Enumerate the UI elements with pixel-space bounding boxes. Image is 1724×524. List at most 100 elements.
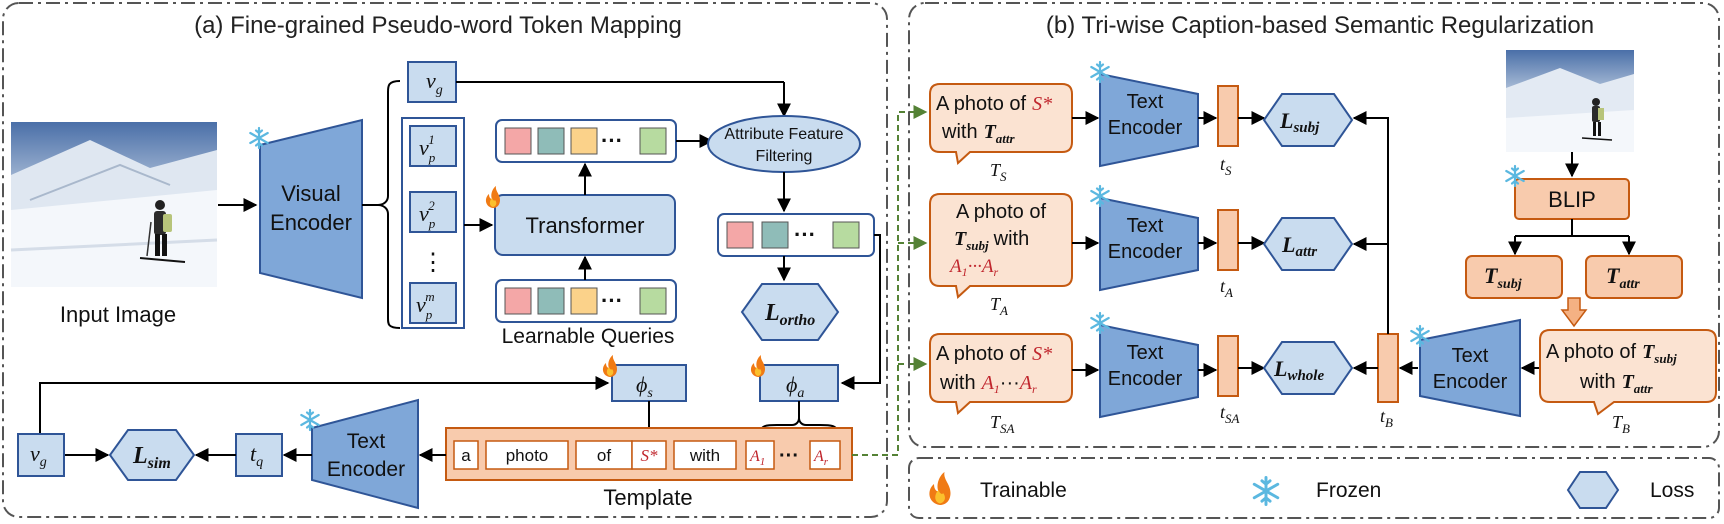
svg-text:A1: A1 <box>749 448 765 468</box>
arrow-attr-to-phi-a <box>840 234 881 390</box>
connector <box>1515 219 1629 237</box>
svg-text:Tsubj: Tsubj <box>1484 263 1522 292</box>
trainable-icon <box>750 355 765 377</box>
t-s-vector <box>1217 85 1239 147</box>
svg-text:A photo ofS*: A photo ofS* <box>936 93 1052 115</box>
phi-s-mapper: ϕs <box>611 364 687 402</box>
svg-text:Encoder: Encoder <box>327 458 405 481</box>
brace-features <box>377 80 401 329</box>
svg-text:Transformer: Transformer <box>526 213 645 238</box>
svg-text:Text: Text <box>347 430 386 453</box>
template-to-captions-link <box>852 105 928 456</box>
output-query-tokens: ··· <box>495 119 677 163</box>
svg-text:Lattr: Lattr <box>1281 232 1317 260</box>
loss-sim: Lsim <box>108 429 196 481</box>
learnable-queries: ··· <box>495 279 677 323</box>
panel-a-border <box>2 2 888 518</box>
t-a-label: tA <box>1220 276 1233 300</box>
attribute-feature-filtering: Attribute Feature Filtering <box>707 115 861 173</box>
svg-text:a: a <box>461 446 471 465</box>
svg-text:Lsim: Lsim <box>132 443 171 472</box>
svg-text:vg: vg <box>30 441 47 470</box>
panel-b-border <box>908 2 1720 448</box>
vg-token-bottom: vg <box>17 433 65 477</box>
svg-text:Text: Text <box>1452 345 1489 367</box>
text-encoder-a: Text Encoder <box>311 398 419 510</box>
svg-text:Text: Text <box>1127 342 1164 364</box>
svg-text:ϕa: ϕa <box>786 372 804 401</box>
svg-text:vpm: vpm <box>416 289 435 322</box>
hat-t-a: TA <box>990 294 1008 318</box>
svg-text:···: ··· <box>779 445 799 467</box>
input-image-label: Input Image <box>60 302 176 327</box>
svg-text:Encoder: Encoder <box>1108 368 1183 390</box>
arrow-tb-to-lsubj <box>1352 111 1389 334</box>
text-encoder-sa: Text Encoder <box>1099 323 1199 419</box>
t-s-label: tS <box>1220 154 1232 178</box>
visual-encoder: Visual Encoder <box>259 118 363 300</box>
svg-text:Attribute Feature: Attribute Feature <box>724 126 843 143</box>
loss-whole: Lwhole <box>1262 341 1354 395</box>
t-b-vector <box>1377 333 1399 403</box>
trainable-icon <box>929 472 951 505</box>
svg-text:Text: Text <box>1127 91 1164 113</box>
svg-text:A1···Ar: A1···Ar <box>948 256 998 279</box>
loss-ortho: Lortho <box>740 283 840 341</box>
svg-text:⋮: ⋮ <box>421 249 445 276</box>
frozen-icon <box>1252 476 1280 506</box>
svg-text:Lwhole: Lwhole <box>1273 356 1324 384</box>
svg-text:with: with <box>689 446 720 465</box>
hat-t-sa: TSA <box>990 412 1015 436</box>
legend-trainable: Trainable <box>980 479 1067 502</box>
trainable-icon <box>485 186 500 208</box>
legend-loss: Loss <box>1650 479 1694 502</box>
svg-text:Encoder: Encoder <box>1433 371 1508 393</box>
panel-b-title: (b) Tri-wise Caption-based Semantic Regu… <box>1046 12 1594 39</box>
legend-frozen: Frozen <box>1316 479 1381 502</box>
t-attr-caption: Tattr <box>1585 255 1683 299</box>
svg-text:A photo of: A photo of <box>956 201 1047 223</box>
svg-text:Tattr: Tattr <box>1606 263 1640 292</box>
svg-text:photo: photo <box>506 446 549 465</box>
vg-token: vg <box>407 61 457 103</box>
tq-token: tq <box>235 433 283 477</box>
vp-tokens: vp1 vp2 ⋮ vpm <box>401 117 465 329</box>
svg-text:tq: tq <box>250 441 263 470</box>
svg-text:A photo ofS*: A photo ofS* <box>936 343 1052 365</box>
phi-a-mapper: ϕa <box>759 364 839 402</box>
svg-text:Ar: Ar <box>813 448 829 468</box>
hat-t-b: TB <box>1612 412 1630 436</box>
svg-text:S*: S* <box>641 446 659 465</box>
trainable-icon <box>602 355 617 377</box>
svg-text:···: ··· <box>794 222 816 247</box>
svg-text:Filtering: Filtering <box>756 148 813 165</box>
svg-text:Encoder: Encoder <box>1108 241 1183 263</box>
brace-attributes <box>759 417 839 435</box>
svg-text:ϕs: ϕs <box>636 372 653 401</box>
template-label: Template <box>603 485 692 510</box>
svg-text:of: of <box>597 446 611 465</box>
legend-border <box>908 457 1720 519</box>
t-sa-vector <box>1217 335 1239 397</box>
svg-text:Text: Text <box>1127 215 1164 237</box>
text-encoder-b: Text Encoder <box>1419 318 1521 418</box>
text-encoder-a2: Text Encoder <box>1099 196 1199 292</box>
hat-t-s: TS <box>990 160 1007 184</box>
svg-text:Lortho: Lortho <box>764 300 815 329</box>
down-arrow-to-caption-b <box>1560 297 1588 328</box>
learnable-queries-label: Learnable Queries <box>502 325 675 348</box>
blip-input-image <box>1506 50 1634 152</box>
svg-text:Visual: Visual <box>281 181 341 206</box>
svg-text:vp2: vp2 <box>419 198 436 231</box>
arrow-vg-to-phi-s <box>39 376 610 447</box>
svg-text:vg: vg <box>426 68 443 98</box>
transformer: Transformer <box>494 194 676 256</box>
